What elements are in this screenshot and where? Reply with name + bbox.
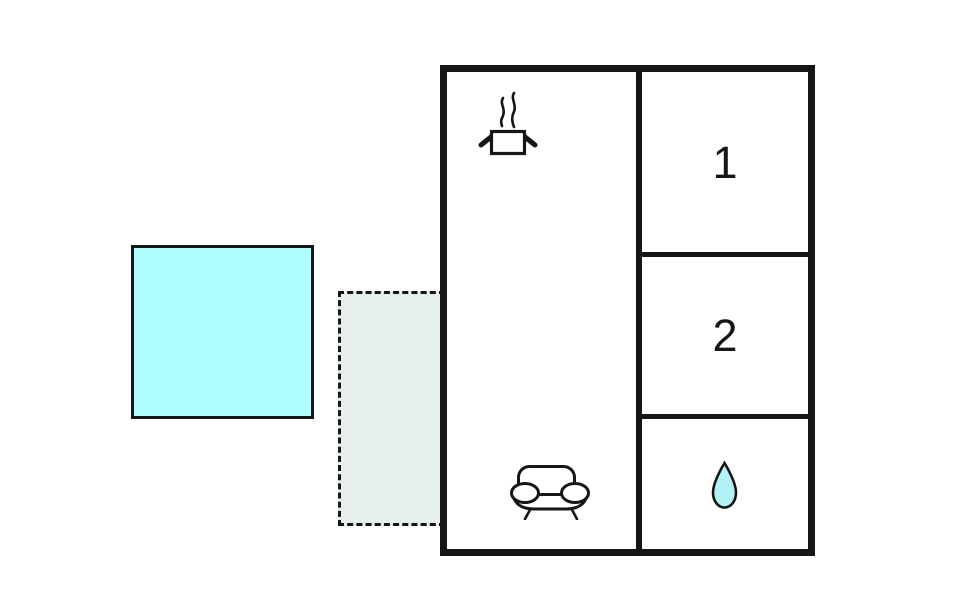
water-drop-icon xyxy=(711,461,738,509)
cooking-pot-icon xyxy=(478,91,538,156)
interior-wall-vertical xyxy=(636,72,642,549)
sofa-icon xyxy=(510,465,590,520)
interior-wall-room1-room2 xyxy=(642,252,808,257)
room-2-label: 2 xyxy=(712,310,738,361)
water-drop-shape xyxy=(711,461,738,509)
room-1-label: 1 xyxy=(712,136,738,188)
pool xyxy=(131,245,314,419)
terrace xyxy=(338,291,445,526)
interior-wall-room2-bathroom xyxy=(642,414,808,419)
